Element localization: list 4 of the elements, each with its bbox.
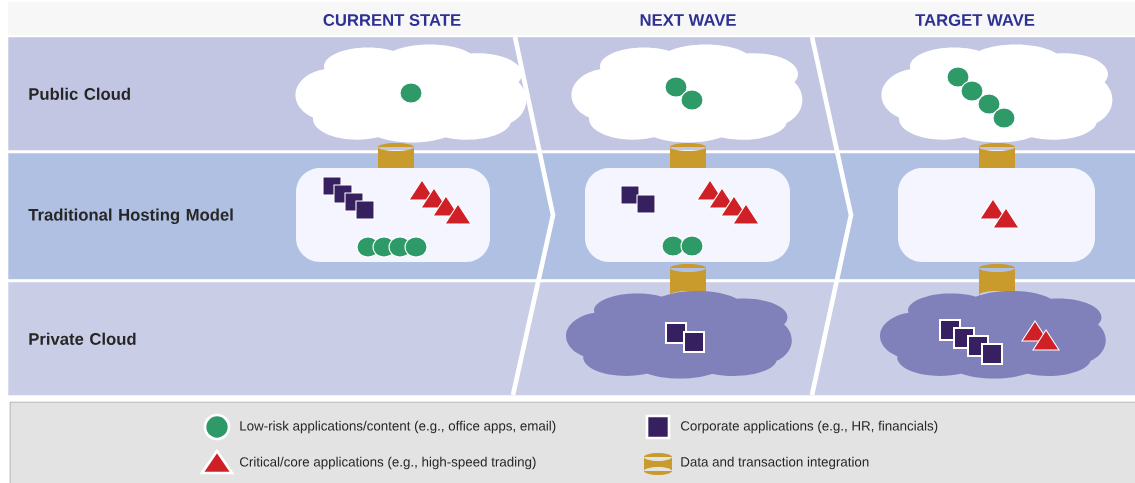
legend-text: Critical/core applications (e.g., high-speed trading) bbox=[239, 456, 536, 470]
legend-text: Data and transaction integration bbox=[681, 456, 869, 470]
legend-text: Low-risk applications/content (e.g., office apps, email) bbox=[240, 420, 556, 434]
legend-text: Corporate applications (e.g., HR, financials) bbox=[680, 420, 938, 434]
